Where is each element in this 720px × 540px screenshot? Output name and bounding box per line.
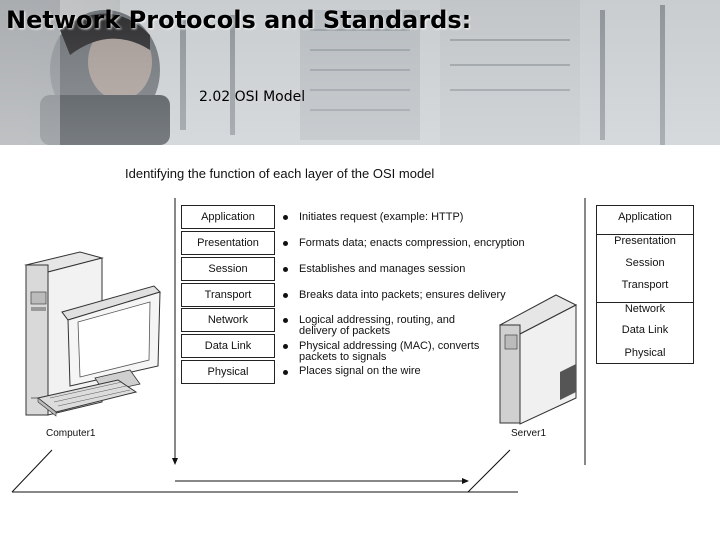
function-presentation: Formats data; enacts compression, encryp… [299, 237, 525, 249]
slide-subtitle: 2.02 OSI Model [199, 89, 306, 105]
stack-item-presentation: Presentation [597, 234, 693, 247]
slide-title: Network Protocols and Standards: [6, 6, 472, 34]
bullet-icon [283, 293, 288, 298]
layer-box-physical: Physical [181, 360, 275, 384]
function-session: Establishes and manages session [299, 263, 466, 275]
layer-box-transport: Transport [181, 283, 275, 307]
function-data-link-line2: packets to signals [299, 351, 387, 363]
function-data-link-line1: Physical addressing (MAC), converts [299, 340, 480, 352]
function-physical: Places signal on the wire [299, 365, 421, 377]
layer-box-data-link: Data Link [181, 334, 275, 358]
server-caption: Server1 [511, 428, 547, 439]
banner-photo [0, 0, 720, 145]
stack-item-transport: Transport [621, 279, 669, 291]
server-osi-stack: Application Presentation Session Transpo… [596, 205, 694, 364]
stack-item-network: Network [597, 302, 693, 315]
bullet-icon [283, 215, 288, 220]
bullet-icon [283, 267, 288, 272]
stack-item-data-link: Data Link [621, 324, 669, 336]
bullet-icon [283, 370, 288, 375]
bullet-icon [283, 241, 288, 246]
stack-item-session: Session [625, 257, 665, 269]
bullet-icon [283, 344, 288, 349]
function-network-line1: Logical addressing, routing, and [299, 314, 455, 326]
keyboard-icon [36, 379, 138, 417]
layer-box-application: Application [181, 205, 275, 229]
function-transport: Breaks data into packets; ensures delive… [299, 289, 506, 301]
stack-item-physical: Physical [624, 347, 666, 359]
stack-item-application: Application [618, 211, 672, 223]
layer-box-session: Session [181, 257, 275, 281]
figure-title: Identifying the function of each layer o… [125, 166, 435, 181]
layer-box-presentation: Presentation [181, 231, 275, 255]
monitor-icon [61, 285, 161, 393]
function-network-line2: delivery of packets [299, 325, 391, 337]
bullet-icon [283, 318, 288, 323]
server-tower-icon [498, 294, 578, 425]
computer-caption: Computer1 [46, 428, 96, 439]
function-application: Initiates request (example: HTTP) [299, 211, 464, 223]
title-banner: Network Protocols and Standards: 2.02 OS… [0, 0, 720, 145]
layer-box-network: Network [181, 308, 275, 332]
